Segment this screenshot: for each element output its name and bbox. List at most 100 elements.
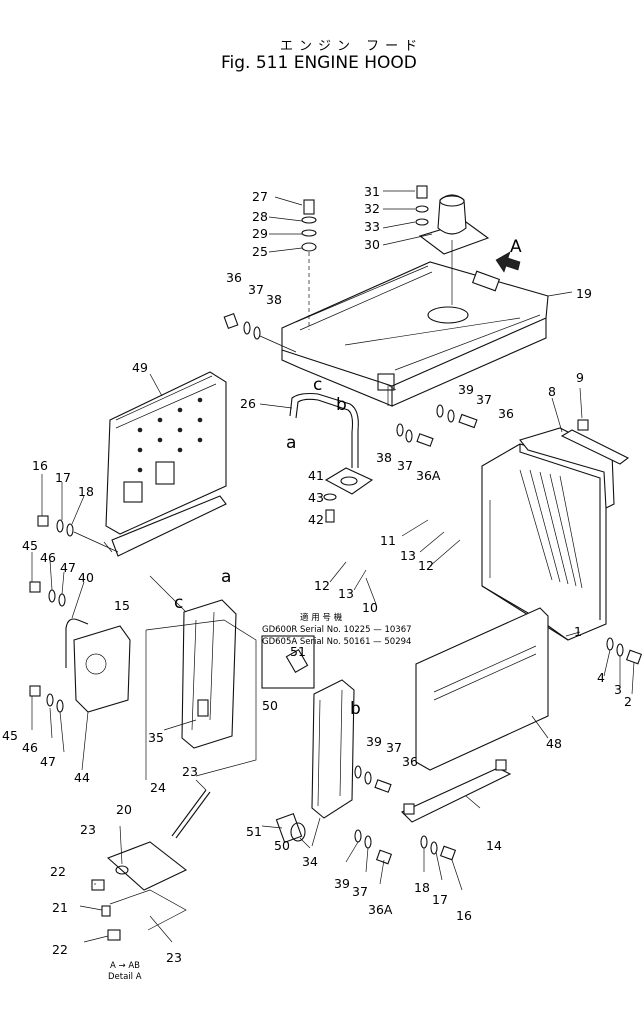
bolt-group-left-mid — [29, 581, 66, 607]
side-panel-left — [105, 371, 227, 557]
callout-37: 37 — [386, 740, 402, 755]
callout-41: 41 — [308, 468, 324, 483]
callout-36a: 36A — [416, 468, 441, 483]
detail-a-latch-plate — [91, 841, 188, 941]
callout-13: 13 — [338, 586, 354, 601]
callout-2: 2 — [624, 694, 632, 709]
callout-49: 49 — [132, 360, 148, 375]
callout-36a: 36A — [368, 902, 393, 917]
view-mark-a-top: a — [286, 433, 296, 453]
callout-48: 48 — [546, 736, 562, 751]
bolt-group-bottom-center — [354, 829, 393, 865]
callout-17: 17 — [432, 892, 448, 907]
bottom-side-panel — [415, 607, 549, 771]
callout-44: 44 — [74, 770, 90, 785]
callout-38: 38 — [376, 450, 392, 465]
callout-42: 42 — [308, 512, 324, 527]
callout-50: 50 — [274, 838, 290, 853]
callout-11: 11 — [380, 533, 396, 548]
callout-20: 20 — [116, 802, 132, 817]
callout-37: 37 — [248, 282, 264, 297]
callout-22: 22 — [50, 864, 66, 879]
detail-a-arrow: A → AB — [110, 961, 140, 971]
callout-16: 16 — [456, 908, 472, 923]
view-mark-c-top: c — [313, 375, 322, 395]
callout-18: 18 — [414, 880, 430, 895]
callout-35: 35 — [148, 730, 164, 745]
callout-17: 17 — [55, 470, 71, 485]
center-divider-panel — [145, 599, 257, 780]
callout-23: 23 — [80, 822, 96, 837]
callout-39: 39 — [458, 382, 474, 397]
sleeve-lower — [275, 812, 306, 844]
top-rail-and-bolt — [560, 419, 630, 465]
callout-16: 16 — [32, 458, 48, 473]
callout-51: 51 — [246, 824, 262, 839]
callout-21: 21 — [52, 900, 68, 915]
lower-cross-bar — [401, 759, 512, 823]
callout-23: 23 — [166, 950, 182, 965]
exhaust-stack-cap — [418, 194, 490, 305]
support-bar — [289, 392, 359, 468]
callout-38: 38 — [266, 292, 282, 307]
support-rod — [171, 789, 211, 839]
callout-51: 51 — [290, 644, 306, 659]
sleeve-upper — [261, 635, 315, 689]
view-mark-b-right: b — [350, 699, 361, 719]
bolt-stack-top-left — [301, 199, 317, 330]
callout-47: 47 — [40, 754, 56, 769]
serial-line-2: GD605A Serial No. 50161 — 50294 — [262, 637, 411, 647]
leader-lines — [31, 190, 635, 943]
right-divider-panel — [311, 679, 355, 819]
callout-1: 1 — [574, 624, 582, 639]
callout-33: 33 — [364, 219, 380, 234]
callout-37: 37 — [476, 392, 492, 407]
callout-36: 36 — [226, 270, 242, 285]
title-english: Fig. 511 ENGINE HOOD — [221, 53, 417, 73]
callout-18: 18 — [78, 484, 94, 499]
radiator-grille-frame — [481, 427, 615, 641]
callout-39: 39 — [366, 734, 382, 749]
bolt-group-hood-right — [396, 404, 478, 447]
callout-39: 39 — [334, 876, 350, 891]
callout-45: 45 — [2, 728, 18, 743]
bolt-stack-top-right — [415, 185, 429, 226]
callout-24: 24 — [150, 780, 166, 795]
callout-46: 46 — [40, 550, 56, 565]
callout-29: 29 — [252, 226, 268, 241]
view-mark-c-left: c — [174, 593, 183, 613]
callout-34: 34 — [302, 854, 318, 869]
view-mark-A: A — [510, 237, 522, 257]
callout-37: 37 — [352, 884, 368, 899]
inspection-panel — [65, 618, 131, 713]
view-mark-b-top: b — [336, 395, 347, 415]
callout-27: 27 — [252, 189, 268, 204]
flange-plate — [323, 467, 374, 523]
callout-9: 9 — [576, 370, 584, 385]
callout-3: 3 — [614, 682, 622, 697]
view-arrow-A — [495, 251, 521, 273]
callout-22: 22 — [52, 942, 68, 957]
engine-hood-top-panel — [281, 261, 549, 407]
callout-28: 28 — [252, 209, 268, 224]
title-japanese: エンジン フード — [280, 39, 423, 54]
bolt-group-left-lower — [29, 685, 64, 713]
callout-15: 15 — [114, 598, 130, 613]
callout-32: 32 — [364, 201, 380, 216]
bolt-group-mid-right — [354, 765, 392, 793]
serial-line-1: GD600R Serial No. 10225 — 10367 — [262, 625, 412, 635]
callout-36: 36 — [498, 406, 514, 421]
bolt-group-left-upper — [37, 515, 119, 553]
callout-23: 23 — [182, 764, 198, 779]
serial-applicability: 適 用 号 機 — [300, 612, 343, 623]
callout-46: 46 — [22, 740, 38, 755]
callout-47: 47 — [60, 560, 76, 575]
callout-25: 25 — [252, 244, 268, 259]
bolt-group-upper-left — [223, 312, 297, 353]
callout-10: 10 — [362, 600, 378, 615]
callout-8: 8 — [548, 384, 556, 399]
callout-19: 19 — [576, 286, 592, 301]
callout-12: 12 — [314, 578, 330, 593]
callout-37: 37 — [397, 458, 413, 473]
callout-26: 26 — [240, 396, 256, 411]
